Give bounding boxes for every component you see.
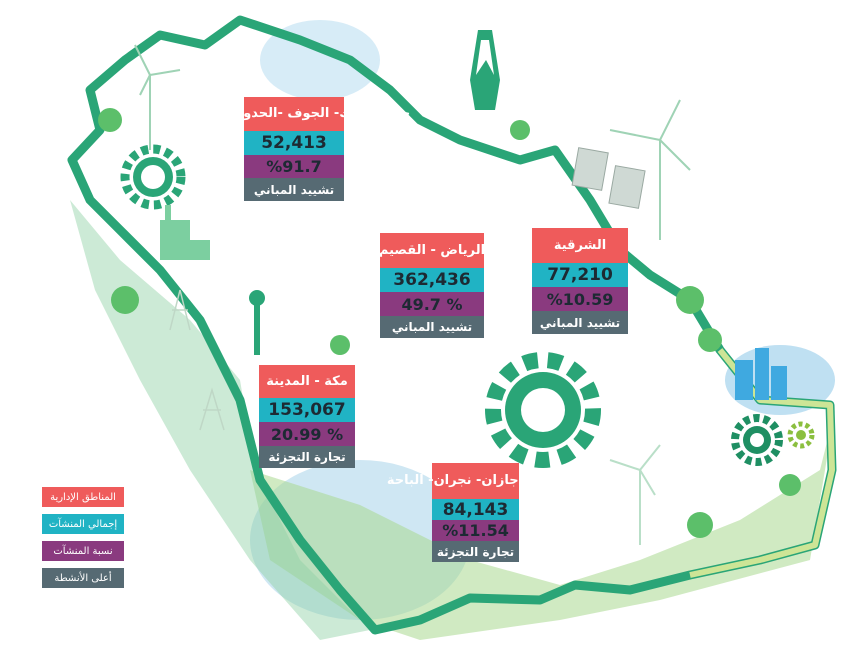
region-card-south: عسير- جازان- نجران- الباحة 84,143 %11.54… — [387, 463, 564, 562]
gear-icon-center — [485, 352, 601, 468]
power-pylon-icon — [169, 289, 225, 431]
establishment-share: % 20.99 — [259, 422, 355, 446]
top-activity: تشييد المباني — [380, 316, 484, 338]
factory-icon — [160, 205, 210, 260]
region-name: الشرقية — [532, 228, 628, 263]
legend-item-activity: أعلى الأنشطة — [42, 568, 124, 588]
gear-icon-north — [120, 144, 186, 210]
wind-turbine-icon — [609, 444, 661, 545]
establishment-share: %11.54 — [432, 520, 519, 541]
kingdom-tower-icon — [470, 30, 500, 110]
tower-icon-west — [249, 290, 265, 355]
legend-item-region: المناطق الإدارية — [42, 487, 124, 507]
establishment-share: %10.59 — [532, 287, 628, 311]
city-buildings-icon — [735, 348, 787, 400]
legend: المناطق الإدارية إجمالي المنشآت نسبة الم… — [42, 487, 124, 595]
region-card-makkah: مكة - المدينة 153,067 % 20.99 تجارة التج… — [259, 365, 355, 468]
total-establishments: 153,067 — [259, 398, 355, 422]
region-name: مكة - المدينة — [259, 365, 355, 398]
gear-icon-small — [787, 421, 815, 449]
southern-landscape — [250, 410, 835, 640]
wind-turbine-icon — [134, 44, 181, 150]
region-card-riyadh: الرياض - القصيم 362,436 % 49.7 تشييد الم… — [379, 233, 485, 338]
total-establishments: 84,143 — [432, 499, 519, 520]
region-name: حائل- تبوك- الجوف -الحدود الشمالية — [178, 97, 410, 131]
region-card-eastern: الشرقية 77,210 %10.59 تشييد المباني — [532, 228, 628, 334]
solar-panel-icon — [571, 147, 646, 209]
top-activity: تجارة التجزئة — [259, 446, 355, 468]
total-establishments: 362,436 — [380, 268, 484, 292]
top-activity: تشييد المباني — [532, 311, 628, 334]
total-establishments: 52,413 — [244, 131, 344, 155]
top-activity: تجارة التجزئة — [432, 541, 519, 562]
western-landscape — [70, 200, 370, 640]
region-card-north: حائل- تبوك- الجوف -الحدود الشمالية 52,41… — [178, 97, 410, 201]
wind-turbine-icon — [609, 99, 691, 240]
legend-item-total: إجمالي المنشآت — [42, 514, 124, 534]
top-activity: تشييد المباني — [244, 178, 344, 201]
establishment-share: % 49.7 — [380, 292, 484, 316]
establishment-share: %91.7 — [244, 155, 344, 178]
legend-item-share: نسبة المنشآت — [42, 541, 124, 561]
region-name: عسير- جازان- نجران- الباحة — [387, 463, 564, 499]
gear-icon-east — [731, 414, 783, 466]
trees-icon — [98, 108, 801, 538]
total-establishments: 77,210 — [532, 263, 628, 287]
region-name: الرياض - القصيم — [379, 233, 485, 268]
